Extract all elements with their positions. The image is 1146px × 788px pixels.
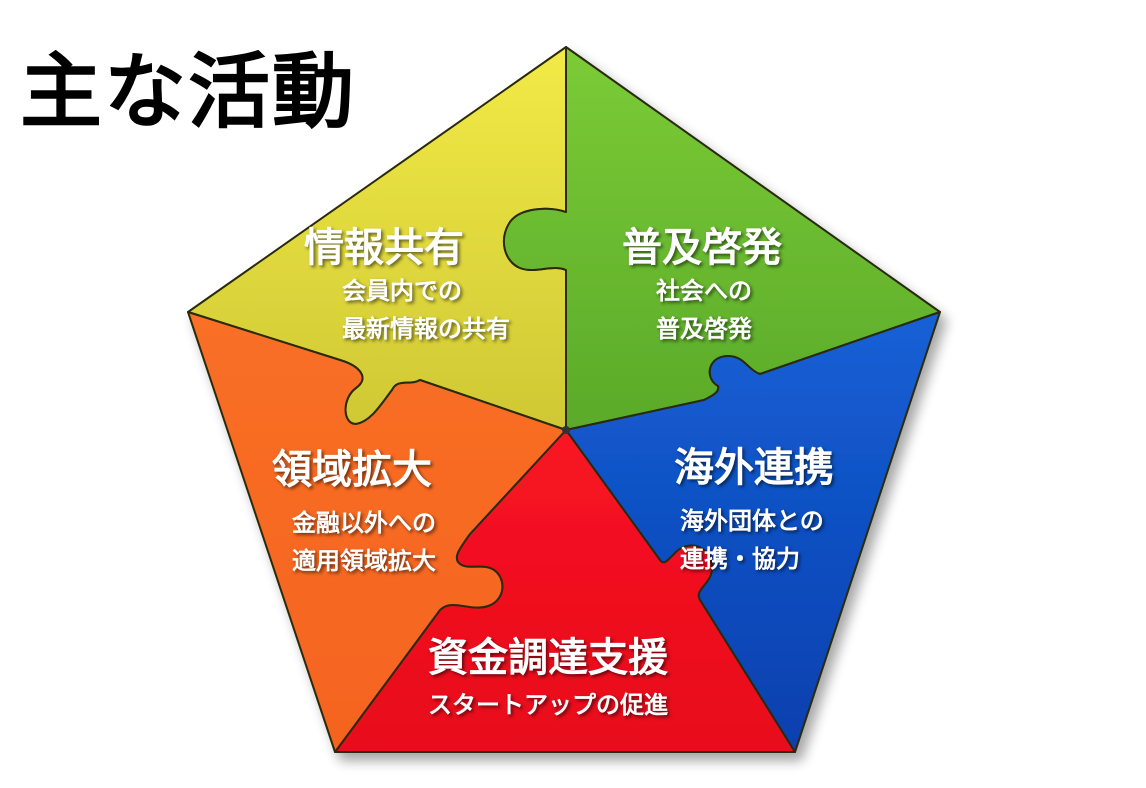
expansion-desc-2: 適用領域拡大: [292, 547, 436, 576]
funding-heading: 資金調達支援: [428, 635, 668, 681]
overseas-desc-1: 海外団体との: [680, 507, 824, 535]
expansion-heading: 領域拡大: [272, 447, 432, 493]
label-expansion: 領域拡大 金融以外への 適用領域拡大: [272, 450, 436, 581]
page-title: 主な活動: [20, 45, 357, 140]
overseas-heading: 海外連携: [674, 445, 834, 491]
promotion-heading: 普及啓発: [622, 225, 782, 271]
label-funding: 資金調達支援 スタートアップの促進: [428, 638, 668, 724]
funding-desc-1: スタートアップの促進: [428, 691, 668, 719]
promotion-desc-1: 社会への: [656, 277, 752, 305]
expansion-desc-1: 金融以外への: [292, 509, 436, 537]
label-promotion: 普及啓発 社会への 普及啓発: [622, 228, 782, 349]
promotion-desc-2: 普及啓発: [656, 315, 752, 344]
overseas-desc-2: 連携・協力: [680, 545, 800, 574]
segment-expansion: [187, 311, 567, 753]
center-hub: [562, 426, 570, 434]
info-share-desc-1: 会員内での: [342, 277, 462, 305]
info-share-desc-2: 最新情報の共有: [342, 315, 510, 344]
info-share-heading: 情報共有: [304, 225, 464, 271]
label-info-share: 情報共有 会員内での 最新情報の共有: [304, 228, 510, 349]
label-overseas: 海外連携 海外団体との 連携・協力: [674, 448, 834, 579]
